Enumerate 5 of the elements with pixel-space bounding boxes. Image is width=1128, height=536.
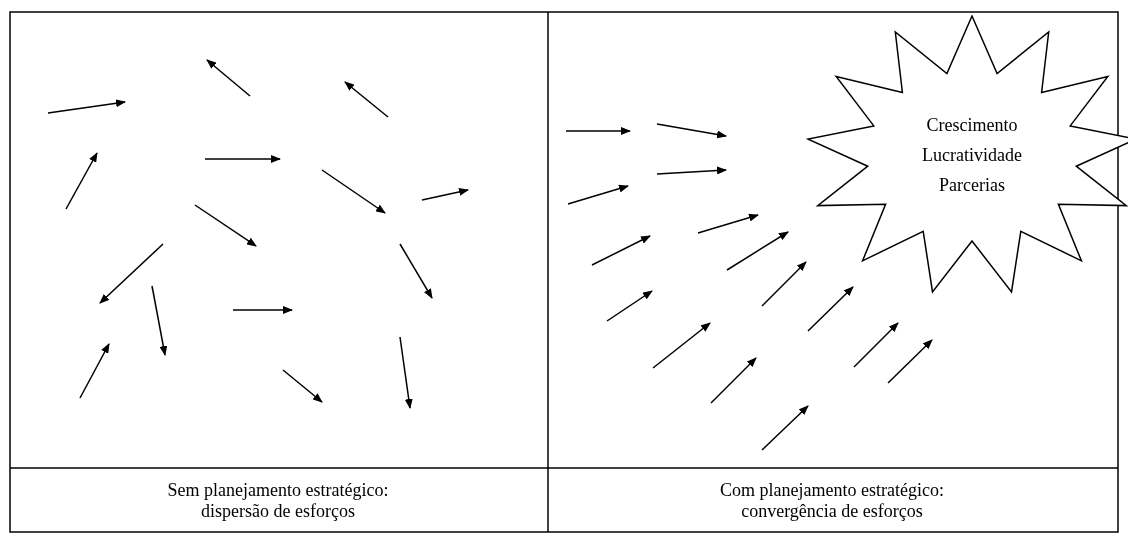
caption-text: Sem planejamento estratégico: dispersão de esforços	[166, 480, 390, 522]
starburst-text: Crescimento	[925, 115, 1019, 136]
caption-text: Com planejamento estratégico: convergência de esforços	[719, 480, 945, 522]
starburst-text: Parcerias	[938, 175, 1006, 196]
starburst-text: Lucratividade	[921, 145, 1023, 166]
